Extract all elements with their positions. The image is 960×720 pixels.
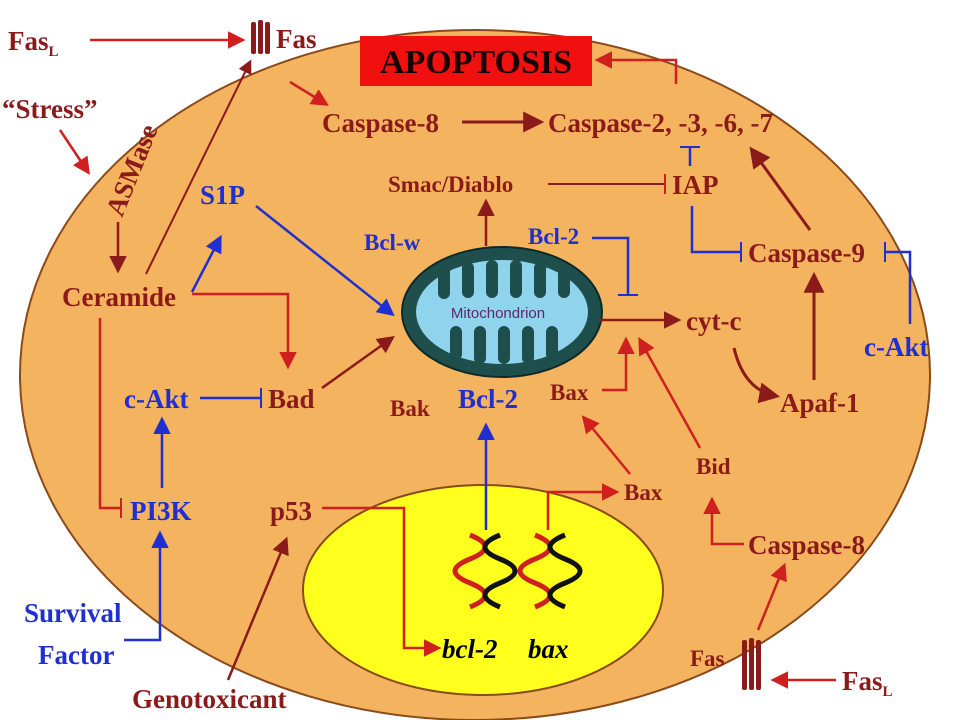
label-bak: Bak [390,396,430,421]
label-smac: Smac/Diablo [388,172,513,197]
label-bcl2-top: Bcl-2 [528,224,579,249]
label-stress: “Stress” [2,94,98,124]
label-bad: Bad [268,384,315,414]
label-apaf1: Apaf-1 [780,388,860,418]
label-genotoxicant: Genotoxicant [132,684,287,714]
label-bax-low: Bax [624,480,663,505]
title-box [360,36,592,86]
label-cakt-right: c-Akt [864,332,928,362]
arrow-bax-cytc [602,336,635,392]
label-caspase8-top: Caspase-8 [322,108,439,138]
label-bcl2-mid: Bcl-2 [458,384,518,414]
label-fasl-top: FasL [8,26,59,60]
label-bclw: Bcl-w [364,230,421,255]
label-caspase9: Caspase-9 [748,238,865,268]
mitochondrion-label: Mitochondrion [451,305,545,322]
label-fas-low: Fas [690,646,725,671]
label-survival: Survival [24,598,122,628]
label-p53: p53 [270,496,312,526]
label-cakt-left: c-Akt [124,384,188,414]
arrow-stress-asmase [58,129,90,175]
label-caspases-exec: Caspase-2, -3, -6, -7 [548,108,773,138]
inhibit-ceramide-pi3k [98,318,122,518]
arrow-fas-caspase8 [289,80,329,106]
dna-helix-bax-icon [517,532,583,610]
arrow-ceramide-fas [145,59,252,275]
arrow-survival-pi3k [124,530,169,642]
label-pi3k: PI3K [130,496,192,526]
label-s1p: S1P [200,180,245,210]
arrow-ceramide-bad [192,292,297,370]
arrow-caspase8-bid [703,496,744,546]
dna-helix-bcl2-icon [452,532,518,610]
arrow-exec-apoptosis [594,51,678,84]
arrow-caspase9-exec [749,146,812,231]
label-caspase8-low: Caspase-8 [748,530,865,560]
label-fasl-low: FasL [842,666,893,700]
mitochondrion: Mitochondrion [401,246,603,378]
arrow-gene-bax [546,483,620,530]
label-gene-bcl2: bcl-2 [442,634,497,664]
label-bax-mid: Bax [550,380,589,405]
inhibit-iap-caspase9 [690,206,742,262]
page-title: APOPTOSIS [380,44,572,81]
label-bid: Bid [696,454,731,479]
inhibit-bcl2-mito [592,236,638,296]
arrow-p53-bcl2 [322,506,442,657]
label-gene-bax: bax [528,634,569,664]
arrow-s1p-mito [255,205,395,317]
arrow-fas-caspase8-low [756,562,787,631]
arrow-bid-cytc [638,336,702,449]
label-fas-top: Fas [276,24,317,54]
arrow-ceramide-s1p [190,234,222,293]
inhibit-cakt-caspase9 [884,242,912,324]
label-factor: Factor [38,640,114,670]
label-cytc: cyt-c [686,306,741,336]
fas-receptor-bottom-icon [742,638,761,690]
arrow-cytc-apaf1 [732,347,781,404]
arrow-genotoxicant-p53 [226,536,289,681]
arrow-bad-mito [321,335,395,390]
label-ceramide: Ceramide [62,282,176,312]
label-iap: IAP [672,170,719,200]
arrow-bax-low-mid [581,415,631,475]
fas-receptor-top-icon [251,20,270,54]
